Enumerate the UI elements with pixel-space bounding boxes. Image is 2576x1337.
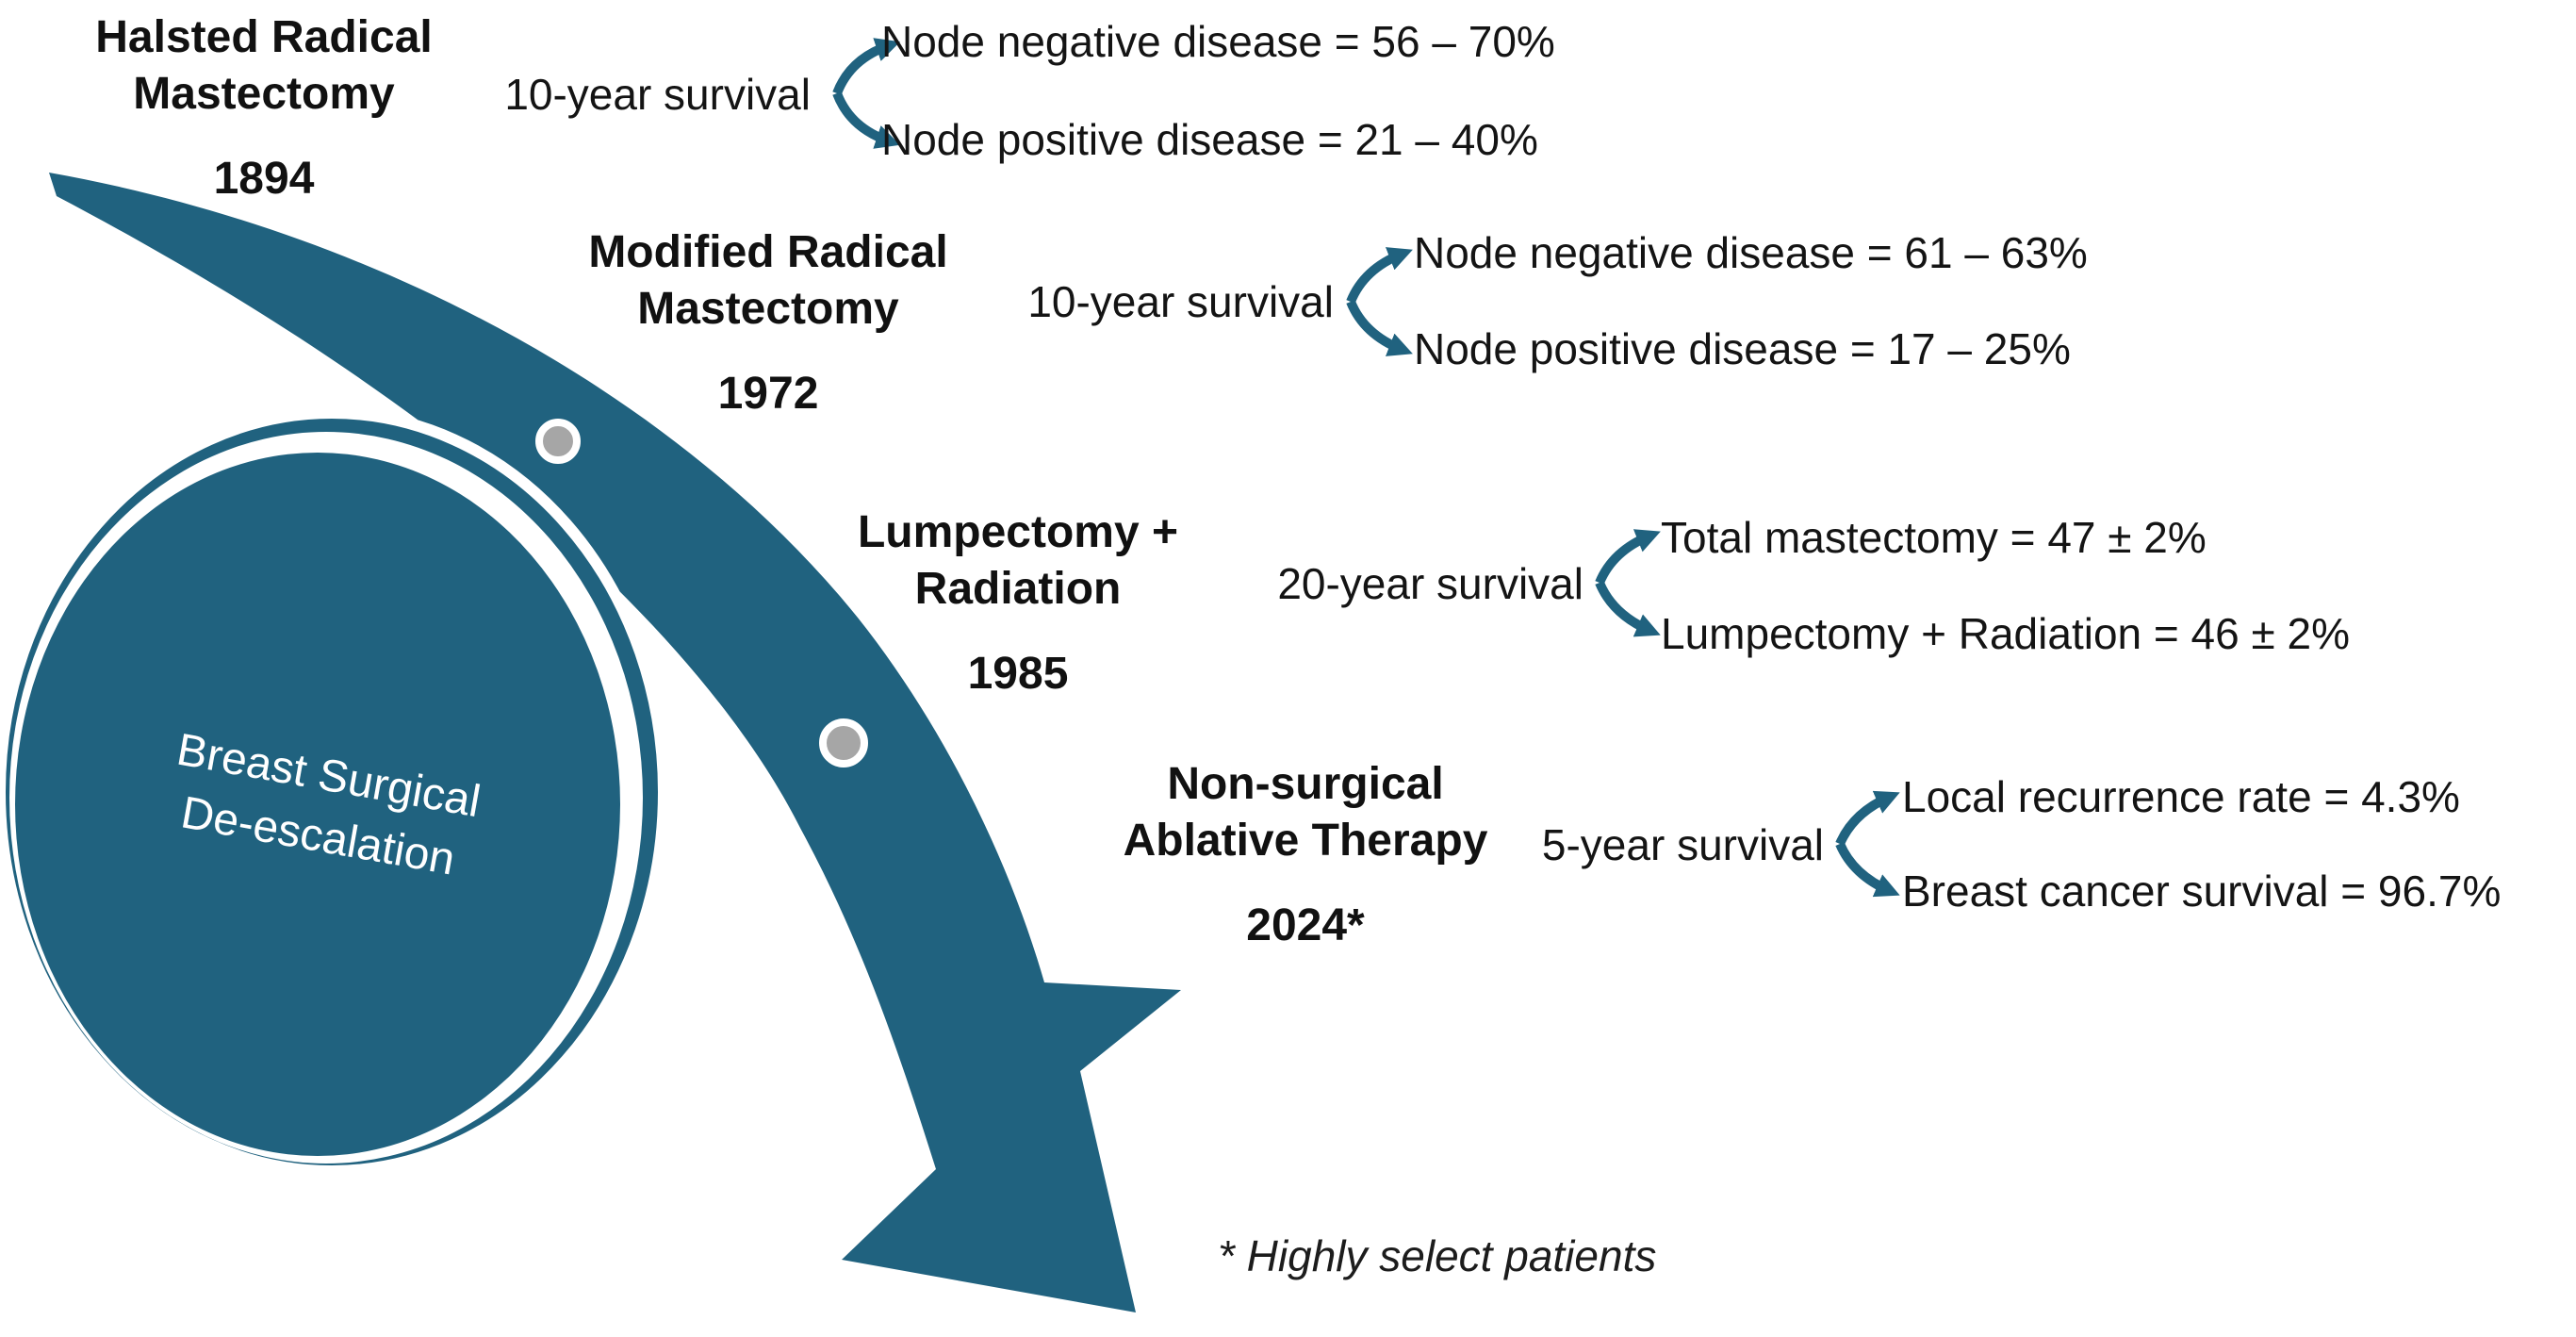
milestone-title: Modified Radical Mastectomy	[533, 224, 1004, 338]
outcome-2-2: Node positive disease = 17 – 25%	[1414, 324, 2071, 373]
milestone-nonsurgical: Non-surgical Ablative Therapy 2024*	[1046, 756, 1565, 954]
milestone-year: 1985	[967, 649, 1069, 699]
footnote: * Highly select patients	[1218, 1231, 1657, 1280]
milestone-year: 1972	[717, 369, 819, 419]
outcome-4-2: Breast cancer survival = 96.7%	[1902, 867, 2502, 916]
milestone-title-line2: Ablative Therapy	[1123, 816, 1488, 866]
outcome-3-2: Lumpectomy + Radiation = 46 ± 2%	[1661, 609, 2350, 658]
timeline-dot-1	[535, 419, 581, 464]
milestone-halsted: Halsted Radical Mastectomy 1894	[28, 9, 500, 207]
milestone-title: Lumpectomy + Radiation	[782, 504, 1254, 618]
milestone-title-line2: Radiation	[914, 564, 1122, 614]
milestone-title-line2: Mastectomy	[133, 69, 395, 119]
milestone-title-line1: Halsted Radical	[95, 12, 433, 62]
outcome-1-1: Node negative disease = 56 – 70%	[881, 17, 1555, 66]
survival-label-3: 20-year survival	[1277, 559, 1583, 608]
milestone-title-line1: Lumpectomy +	[857, 507, 1179, 557]
survival-label-4: 5-year survival	[1541, 820, 1824, 869]
milestone-title-line1: Modified Radical	[588, 227, 948, 277]
milestone-lumpectomy: Lumpectomy + Radiation 1985	[782, 504, 1254, 702]
milestone-title-line1: Non-surgical	[1167, 759, 1444, 809]
branch-arrows-icon-2	[1346, 247, 1413, 356]
branch-arrows-icon-1	[832, 38, 901, 149]
branch-arrows-icon-4	[1835, 790, 1900, 898]
milestone-title: Halsted Radical Mastectomy	[28, 9, 500, 123]
milestone-modified-radical: Modified Radical Mastectomy 1972	[533, 224, 1004, 422]
outcome-2-1: Node negative disease = 61 – 63%	[1414, 228, 2088, 277]
outcome-4-1: Local recurrence rate = 4.3%	[1902, 772, 2460, 821]
hub-circle	[15, 453, 620, 1156]
deescalation-swoosh-arrow	[49, 173, 1181, 1312]
milestone-title: Non-surgical Ablative Therapy	[1046, 756, 1565, 869]
milestone-title-line2: Mastectomy	[637, 284, 899, 334]
outcome-3-1: Total mastectomy = 47 ± 2%	[1661, 513, 2207, 562]
outcome-1-2: Node positive disease = 21 – 40%	[881, 115, 1538, 164]
timeline-dot-2	[819, 718, 868, 768]
branch-arrows-icon-3	[1595, 529, 1661, 637]
survival-label-2: 10-year survival	[1027, 277, 1334, 326]
milestone-year: 1894	[213, 154, 315, 204]
milestone-year: 2024*	[1246, 900, 1365, 950]
survival-label-1: 10-year survival	[504, 70, 811, 119]
